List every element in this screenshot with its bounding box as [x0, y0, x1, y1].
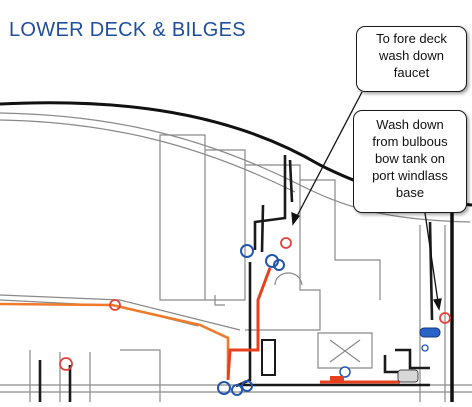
right-drop	[428, 221, 434, 321]
arrowhead-foredeck	[291, 211, 301, 226]
tank-outline	[317, 332, 373, 369]
arrowhead-windlass	[432, 298, 442, 311]
frame-outline-right	[300, 179, 381, 300]
marker-blue-right	[273, 259, 285, 271]
bottom-left-run	[38, 360, 72, 402]
strainer-icon	[339, 366, 351, 378]
marker-red-foredeck	[280, 237, 292, 249]
red-hose-riser	[226, 267, 272, 381]
callout-line: base	[395, 185, 425, 200]
marker-blue-bottom-3	[241, 380, 253, 392]
pump-body	[261, 339, 276, 376]
marker-red-lower	[59, 357, 73, 371]
hose-to-foredeck	[253, 155, 287, 250]
bulkhead-outline-left	[159, 134, 206, 301]
fitting-icon	[330, 376, 344, 383]
diagram-title: LOWER DECK & BILGES	[9, 19, 246, 41]
plumbing-orange	[0, 302, 230, 375]
lower-frame-2	[120, 349, 161, 402]
tank-right-loop	[383, 348, 430, 374]
callout-line: bow tank on	[374, 151, 446, 166]
leader-windlass	[424, 212, 439, 303]
callout-line: Wash down	[376, 117, 444, 132]
plumbing-red	[226, 267, 400, 384]
pump-icon	[397, 369, 419, 383]
red-markers	[59, 237, 451, 371]
blue-markers	[217, 244, 285, 396]
marker-red-port	[109, 299, 121, 311]
gauge-icon	[421, 344, 429, 352]
fairing	[274, 272, 303, 286]
callout-bulbous-bow: Wash down from bulbous bow tank on port …	[353, 110, 467, 213]
callout-line: from bulbous	[372, 134, 448, 149]
plumbing-black	[38, 155, 434, 402]
marker-blue-bottom-1	[217, 381, 231, 395]
callout-line: wash down	[378, 48, 445, 63]
callout-line: port windlass	[372, 168, 448, 183]
tank-cross	[329, 339, 361, 363]
leader-foredeck	[295, 91, 363, 219]
blue-valve-icon	[419, 327, 441, 338]
bulkhead-outline-mid	[205, 149, 246, 301]
leader-arrows	[291, 91, 442, 311]
callout-line: faucet	[393, 65, 430, 80]
lower-frame	[29, 350, 91, 402]
stringer-line	[0, 119, 296, 193]
pump-loop	[235, 262, 252, 388]
riser-left	[260, 204, 265, 253]
orange-hose-port	[0, 302, 230, 375]
callout-foredeck-faucet: To fore deck wash down faucet	[356, 26, 467, 92]
marker-blue-left	[240, 244, 254, 258]
marker-red-windlass	[439, 312, 451, 324]
marker-blue-bottom-2	[231, 384, 243, 396]
callout-line: To fore deck	[376, 31, 447, 46]
components	[330, 327, 441, 383]
frame-detail	[214, 295, 225, 306]
hose-riser	[288, 159, 294, 203]
deck-step-1	[0, 294, 241, 331]
